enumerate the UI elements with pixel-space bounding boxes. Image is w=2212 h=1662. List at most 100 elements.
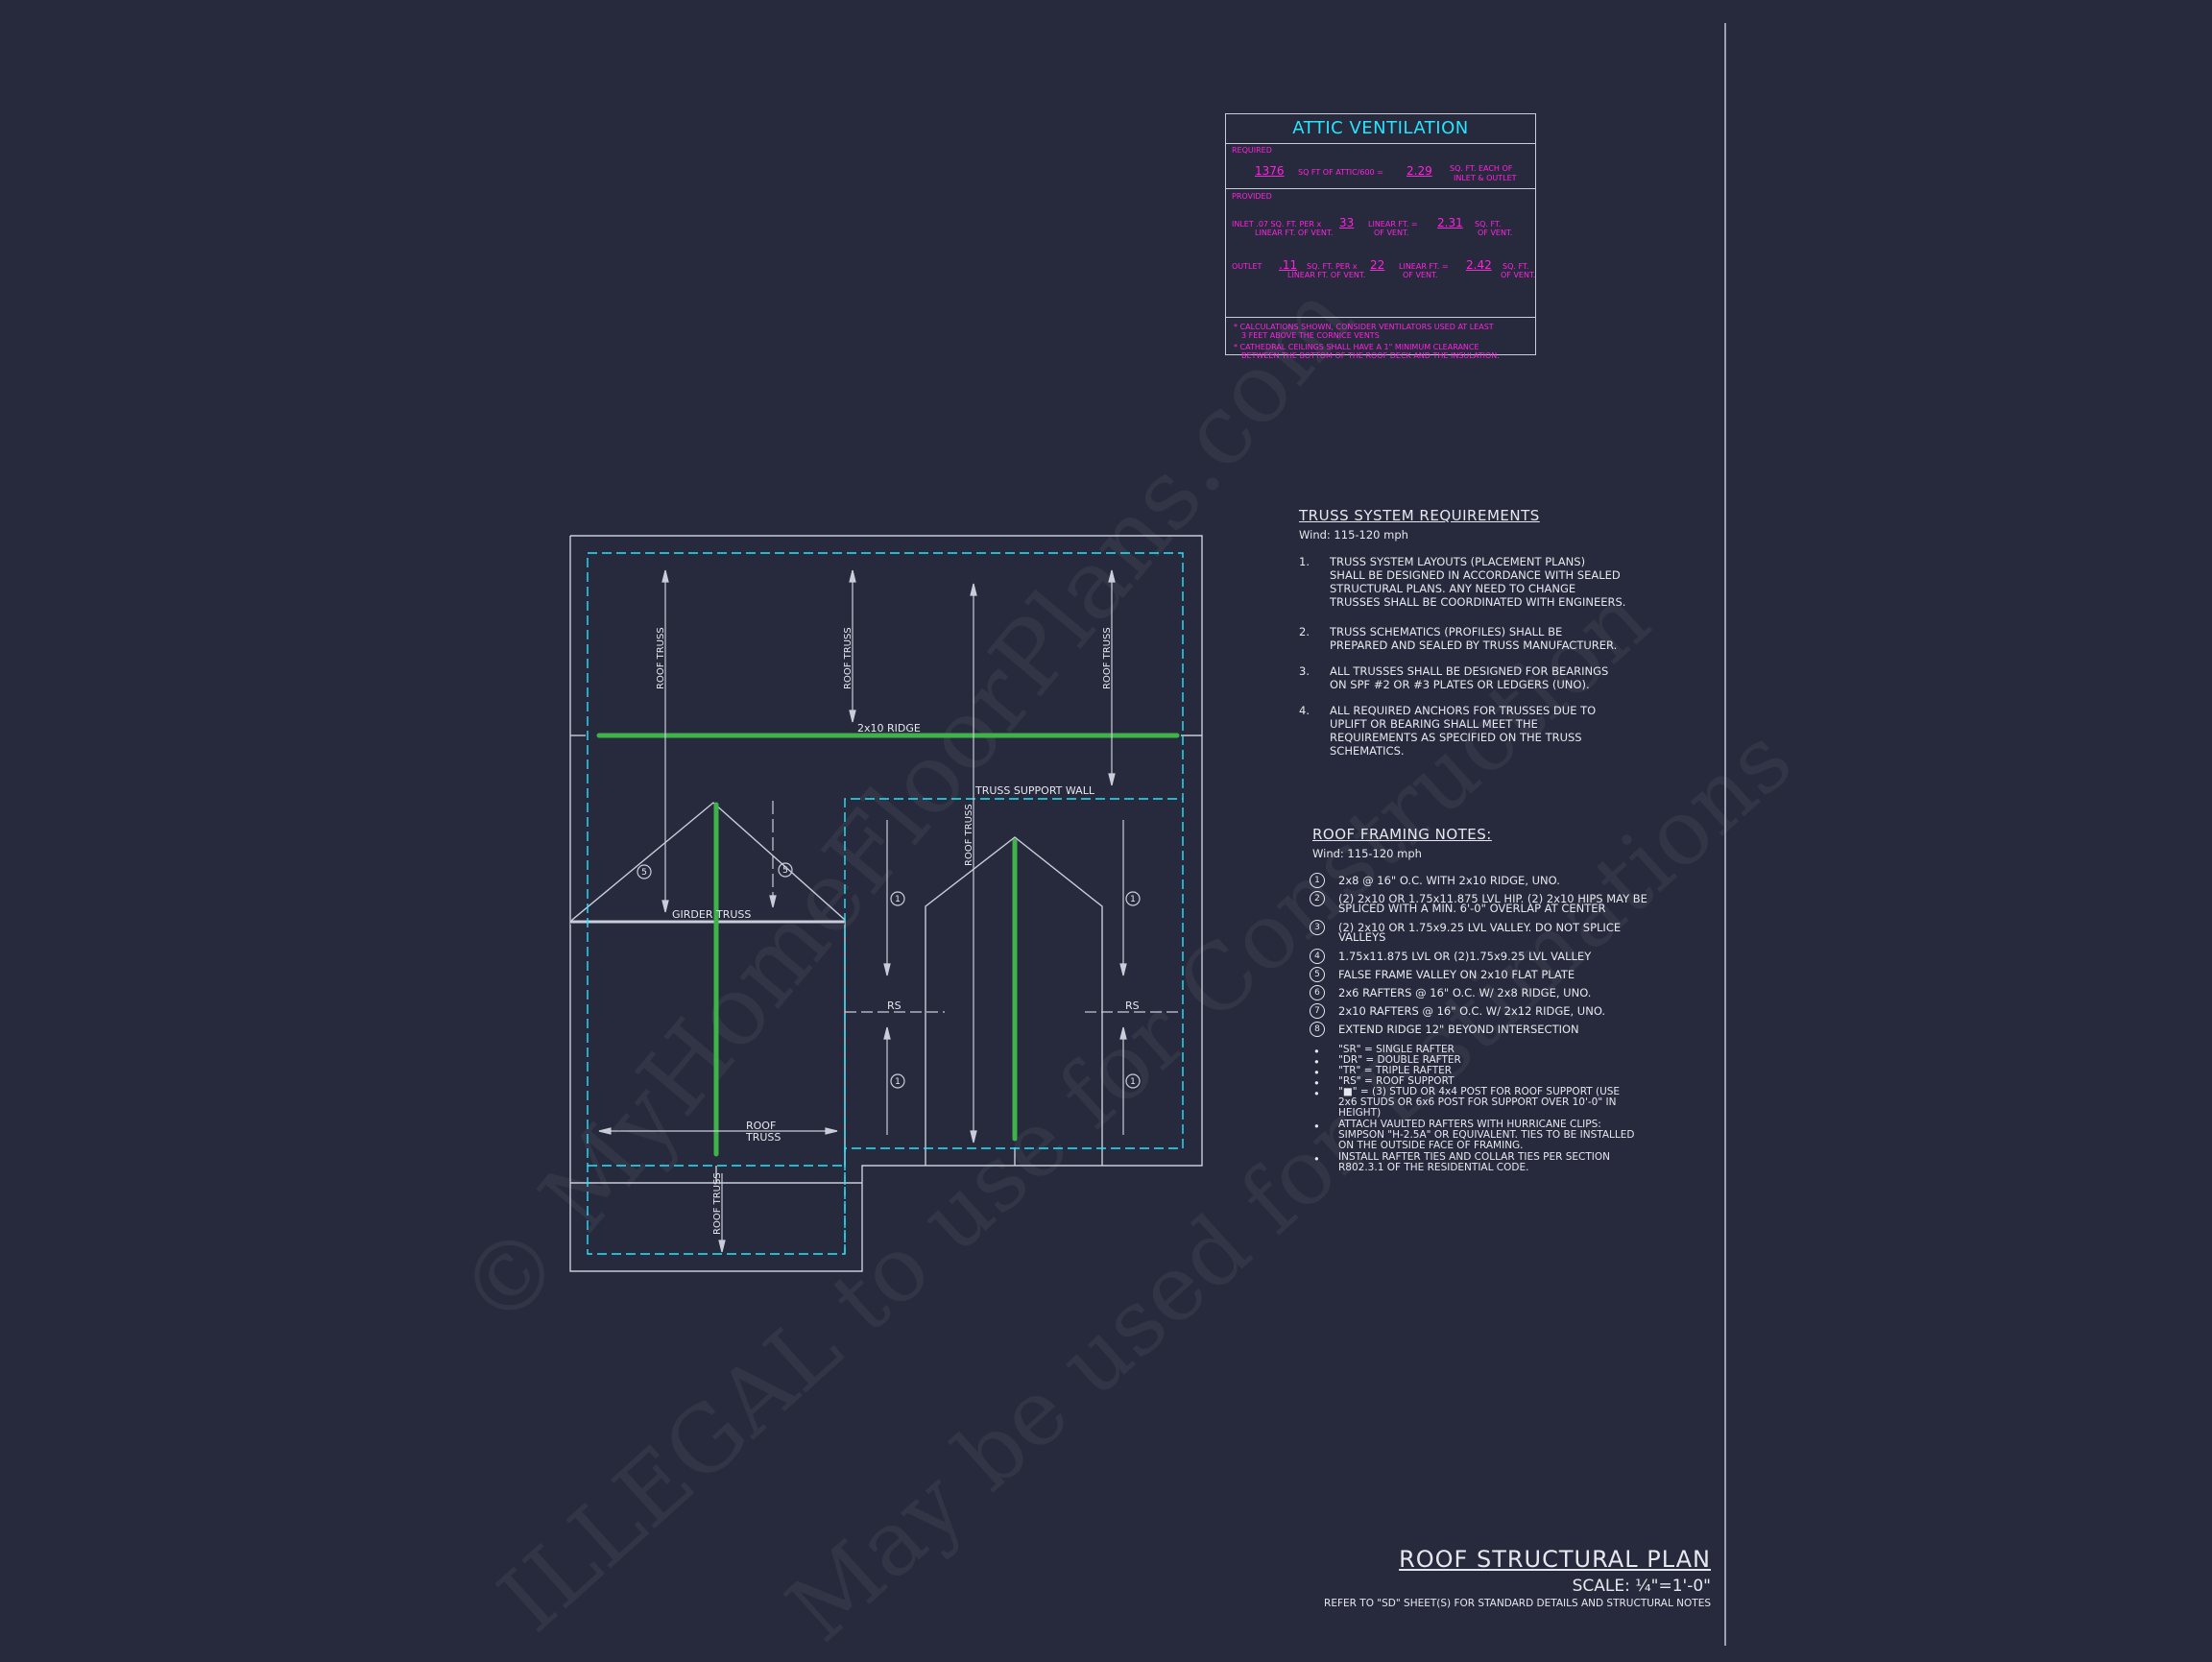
roof-truss-v2: ROOF TRUSS: [843, 627, 854, 689]
marker-1b: 1: [1130, 895, 1136, 904]
girder-truss-label: GIRDER TRUSS: [672, 908, 751, 921]
truss-item-number: 2.: [1299, 625, 1310, 638]
roof-bullet-line: "RS" = ROOF SUPPORT: [1338, 1075, 1455, 1087]
marker-5b: 5: [782, 866, 788, 876]
outlet-mid-1: LINEAR FT. =: [1399, 262, 1449, 271]
roof-bullet-line: R802.3.1 OF THE RESIDENTIAL CODE.: [1338, 1162, 1529, 1173]
rs-label-right: RS: [1125, 1000, 1140, 1012]
truss-item-line: REQUIREMENTS AS SPECIFIED ON THE TRUSS: [1330, 731, 1582, 744]
roof-notes-wind: Wind: 115-120 mph: [1312, 847, 1422, 860]
roof-bullet-line: 2x6 STUDS OR 6x6 POST FOR SUPPORT OVER 1…: [1338, 1096, 1617, 1108]
truss-item-line: ALL REQUIRED ANCHORS FOR TRUSSES DUE TO: [1330, 704, 1597, 717]
outlet-label: OUTLET: [1232, 262, 1262, 271]
sheet-scale: SCALE: ¼"=1'-0": [1572, 1577, 1711, 1596]
truss-item-line: SHALL BE DESIGNED IN ACCORDANCE WITH SEA…: [1330, 568, 1621, 582]
outlet-unit-1: SQ. FT.: [1503, 262, 1529, 271]
rs-label-left: RS: [887, 1000, 902, 1012]
inlet-label: INLET .07 SQ. FT. PER x: [1232, 220, 1322, 229]
roof-bullet-line: INSTALL RAFTER TIES AND COLLAR TIES PER …: [1338, 1151, 1610, 1163]
truss-item-number: 1.: [1299, 555, 1310, 568]
truss-item-line: TRUSS SCHEMATICS (PROFILES) SHALL BE: [1330, 625, 1563, 638]
attic-note-2a: * CATHEDRAL CEILINGS SHALL HAVE A 1" MIN…: [1234, 343, 1479, 351]
required-label: REQUIRED: [1232, 146, 1272, 155]
inlet-mid-2: OF VENT.: [1374, 229, 1409, 237]
marker-5a: 5: [641, 868, 647, 878]
attic-required-row: REQUIRED 1376 SQ FT OF ATTIC/600 = 2.29 …: [1226, 143, 1535, 189]
attic-note-1a: * CALCULATIONS SHOWN, CONSIDER VENTILATO…: [1234, 323, 1494, 331]
note-number-circle: 1: [1310, 873, 1325, 888]
span-arrows: [598, 569, 1127, 1253]
truss-item-line: PREPARED AND SEALED BY TRUSS MANUFACTURE…: [1330, 638, 1618, 652]
truss-wind: Wind: 115-120 mph: [1299, 528, 1408, 542]
ridge-label: 2x10 RIDGE: [857, 722, 921, 735]
attic-note-1b: 3 FEET ABOVE THE CORNICE VENTS: [1241, 331, 1380, 340]
inlet-length: 33: [1339, 216, 1355, 229]
sheet-title: ROOF STRUCTURAL PLAN: [1399, 1546, 1711, 1573]
note-number-circle: 3: [1310, 920, 1325, 935]
roof-truss-horizontal-a: ROOF: [746, 1120, 776, 1132]
sheet-border-line: [1724, 23, 1726, 1646]
roof-note-line: 1.75x11.875 LVL OR (2)1.75x9.25 LVL VALL…: [1338, 950, 1592, 963]
plan-labels: 2x10 RIDGE TRUSS SUPPORT WALL GIRDER TRU…: [656, 627, 1140, 1235]
outlet-rate: .11: [1279, 258, 1298, 272]
bullet-dot: •: [1313, 1076, 1320, 1090]
note-number-circle: 7: [1310, 1003, 1325, 1019]
bullet-dot: •: [1313, 1152, 1320, 1166]
outlet-rate-text: SQ. FT. PER x: [1307, 262, 1358, 271]
note-number-circle: 5: [1310, 967, 1325, 982]
attic-note-2b: BETWEEN THE BOTTOM OF THE ROOF DECK AND …: [1241, 351, 1500, 360]
required-result: 2.29: [1407, 164, 1432, 178]
roof-bullet-line: "SR" = SINGLE RAFTER: [1338, 1044, 1455, 1055]
bullet-dot: •: [1313, 1120, 1320, 1133]
inlet-result: 2.31: [1437, 216, 1463, 229]
roof-note-line: SPLICED WITH A MIN. 6'-0" OVERLAP AT CEN…: [1338, 902, 1606, 915]
roof-bullet-line: "DR" = DOUBLE RAFTER: [1338, 1054, 1461, 1066]
roof-truss-horizontal-b: TRUSS: [745, 1131, 781, 1144]
note-number-circle: 6: [1310, 985, 1325, 1000]
bullet-dot: •: [1313, 1087, 1320, 1100]
inlet-mid-1: LINEAR FT. =: [1368, 220, 1418, 229]
roof-bullet-line: SIMPSON "H-2.5A" OR EQUIVALENT. TIES TO …: [1338, 1129, 1635, 1141]
hip-markers: [637, 862, 1141, 1089]
roof-note-line: 2x6 RAFTERS @ 16" O.C. W/ 2x8 RIDGE, UNO…: [1338, 986, 1592, 1000]
bullet-dot: •: [1313, 1066, 1320, 1079]
ridge-beams: [596, 733, 1180, 1157]
inlet-unit-2: OF VENT.: [1478, 229, 1513, 237]
roof-bullet-line: HEIGHT): [1338, 1107, 1382, 1119]
marker-1a: 1: [895, 895, 901, 904]
roof-bullet-line: ATTACH VAULTED RAFTERS WITH HURRICANE CL…: [1338, 1119, 1601, 1130]
outlet-mid-2: OF VENT.: [1403, 271, 1438, 279]
outlet-rate-text-2: LINEAR FT. OF VENT.: [1287, 271, 1366, 279]
roof-note-line: (2) 2x10 OR 1.75x11.875 LVL HIP. (2) 2x1…: [1338, 892, 1647, 905]
roof-bullet-line: ON THE OUTSIDE FACE OF FRAMING.: [1338, 1140, 1524, 1151]
attic-provided-row: PROVIDED INLET .07 SQ. FT. PER x LINEAR …: [1226, 189, 1535, 318]
marker-1d: 1: [1130, 1077, 1136, 1087]
truss-item-line: SCHEMATICS.: [1330, 744, 1405, 758]
truss-support-wall-label: TRUSS SUPPORT WALL: [974, 784, 1095, 797]
truss-item-number: 3.: [1299, 664, 1310, 678]
roof-bullet-line: "TR" = TRIPLE RAFTER: [1338, 1065, 1453, 1076]
sheet-refer-note: REFER TO "SD" SHEET(S) FOR STANDARD DETA…: [1324, 1598, 1711, 1609]
required-text: SQ FT OF ATTIC/600 =: [1298, 168, 1383, 177]
truss-item-line: STRUCTURAL PLANS. ANY NEED TO CHANGE: [1330, 582, 1576, 595]
roof-note-line: 2x8 @ 16" O.C. WITH 2x10 RIDGE, UNO.: [1338, 874, 1560, 887]
provided-label: PROVIDED: [1232, 192, 1272, 201]
roof-note-line: 2x10 RAFTERS @ 16" O.C. W/ 2x12 RIDGE, U…: [1338, 1004, 1606, 1018]
inlet-unit-1: SQ. FT.: [1475, 220, 1502, 229]
truss-item-line: ON SPF #2 OR #3 PLATES OR LEDGERS (UNO).: [1330, 678, 1590, 691]
note-number-circle: 4: [1310, 949, 1325, 964]
attic-title: ATTIC VENTILATION: [1226, 114, 1535, 144]
bullet-dot: •: [1313, 1055, 1320, 1069]
required-unit-2: INLET & OUTLET: [1454, 174, 1517, 182]
note-number-circle: 2: [1310, 891, 1325, 906]
roof-truss-v5: ROOF TRUSS: [712, 1172, 723, 1235]
roof-truss-v3: ROOF TRUSS: [1102, 627, 1113, 689]
outlet-unit-2: OF VENT.: [1501, 271, 1536, 279]
roof-truss-v1: ROOF TRUSS: [656, 627, 666, 689]
hip-marker-labels: 5 5 1 1 1 1: [641, 866, 1136, 1087]
roof-note-line: EXTEND RIDGE 12" BEYOND INTERSECTION: [1338, 1023, 1579, 1036]
roof-note-line: VALLEYS: [1338, 930, 1386, 944]
truss-item-line: UPLIFT OR BEARING SHALL MEET THE: [1330, 717, 1538, 731]
